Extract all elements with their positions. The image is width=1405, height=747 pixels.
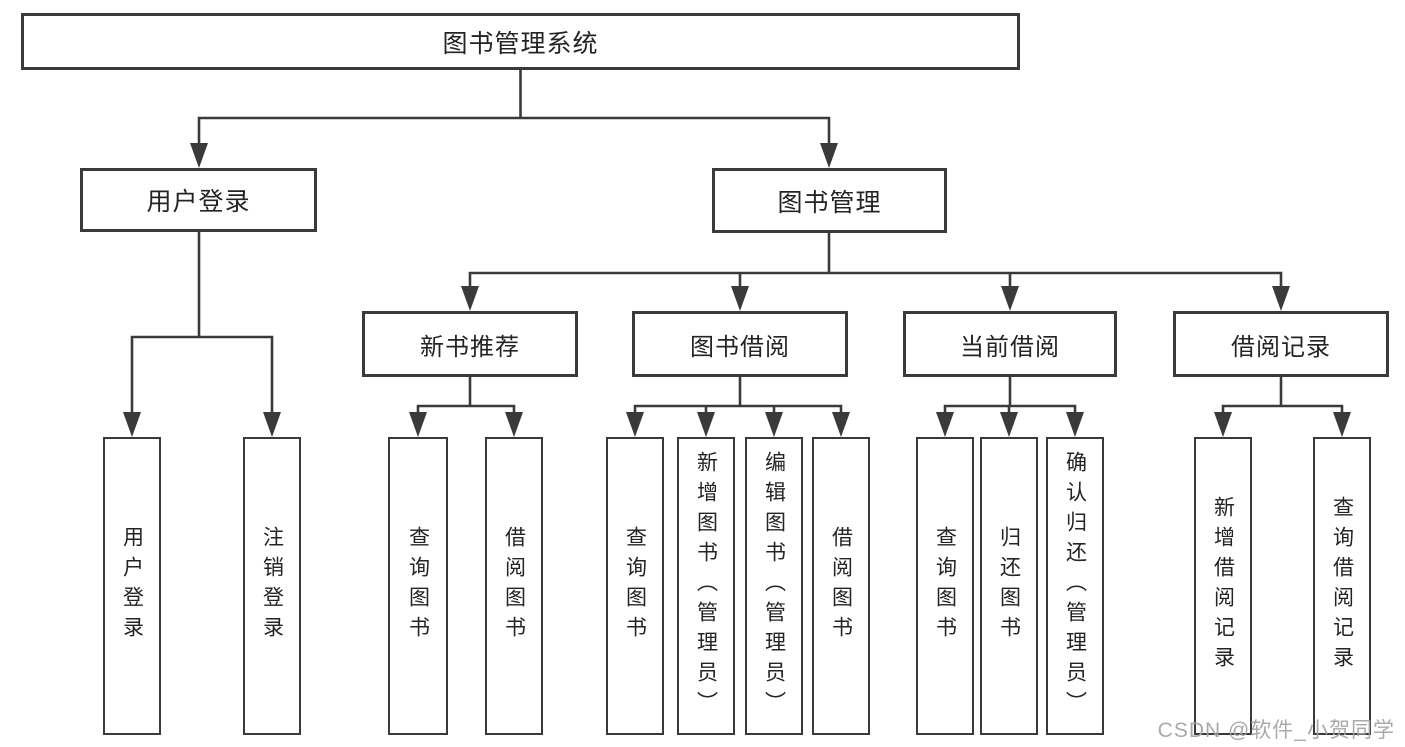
leaf-borrow-books-rec: 借阅图书 [485, 437, 543, 735]
node-user-login: 用户登录 [80, 168, 317, 232]
leaf-borrow-books-label: 借阅图书 [829, 526, 853, 646]
leaf-borrow-books-rec-label: 借阅图书 [502, 526, 526, 646]
connector-new-book-rec [409, 375, 523, 437]
connector-current-borrow [936, 375, 1084, 437]
leaf-return-books-label: 归还图书 [997, 526, 1021, 646]
leaf-query-books-current-label: 查询图书 [933, 526, 957, 646]
leaf-query-books-borrow: 查询图书 [606, 437, 664, 735]
leaf-user-login: 用户登录 [103, 437, 161, 735]
node-borrow-records: 借阅记录 [1173, 311, 1389, 377]
node-new-book-rec: 新书推荐 [362, 311, 578, 377]
connector-borrow-records [1214, 375, 1351, 437]
watermark: CSDN @软件_小贺同学 [1157, 719, 1395, 742]
connector-book-borrow [626, 375, 850, 437]
leaf-query-books-rec: 查询图书 [388, 437, 448, 735]
connector-user-login [123, 230, 281, 437]
leaf-add-books-admin: 新增图书（管理员） [677, 437, 735, 735]
leaf-query-borrow-record: 查询借阅记录 [1313, 437, 1371, 735]
leaf-add-borrow-record: 新增借阅记录 [1194, 437, 1252, 735]
leaf-query-books-borrow-label: 查询图书 [623, 526, 647, 646]
leaf-user-login-label: 用户登录 [120, 526, 144, 646]
leaf-logout-label: 注销登录 [260, 526, 284, 646]
node-current-borrow: 当前借阅 [903, 311, 1117, 377]
leaf-query-books-rec-label: 查询图书 [406, 526, 430, 646]
leaf-add-borrow-record-label: 新增借阅记录 [1211, 496, 1235, 676]
leaf-query-borrow-record-label: 查询借阅记录 [1330, 496, 1354, 676]
leaf-return-books: 归还图书 [980, 437, 1038, 735]
leaf-query-books-current: 查询图书 [916, 437, 974, 735]
leaf-confirm-return-admin-label: 确认归还（管理员） [1063, 451, 1087, 721]
leaf-borrow-books: 借阅图书 [812, 437, 870, 735]
leaf-logout: 注销登录 [243, 437, 301, 735]
leaf-add-books-admin-label: 新增图书（管理员） [694, 451, 718, 721]
connector-root [190, 68, 838, 168]
node-book-borrow: 图书借阅 [632, 311, 848, 377]
connector-book-mgmt [461, 231, 1290, 311]
node-root: 图书管理系统 [21, 13, 1020, 70]
leaf-edit-books-admin: 编辑图书（管理员） [745, 437, 803, 735]
leaf-edit-books-admin-label: 编辑图书（管理员） [762, 451, 786, 721]
node-book-mgmt: 图书管理 [712, 168, 947, 233]
leaf-confirm-return-admin: 确认归还（管理员） [1046, 437, 1104, 735]
